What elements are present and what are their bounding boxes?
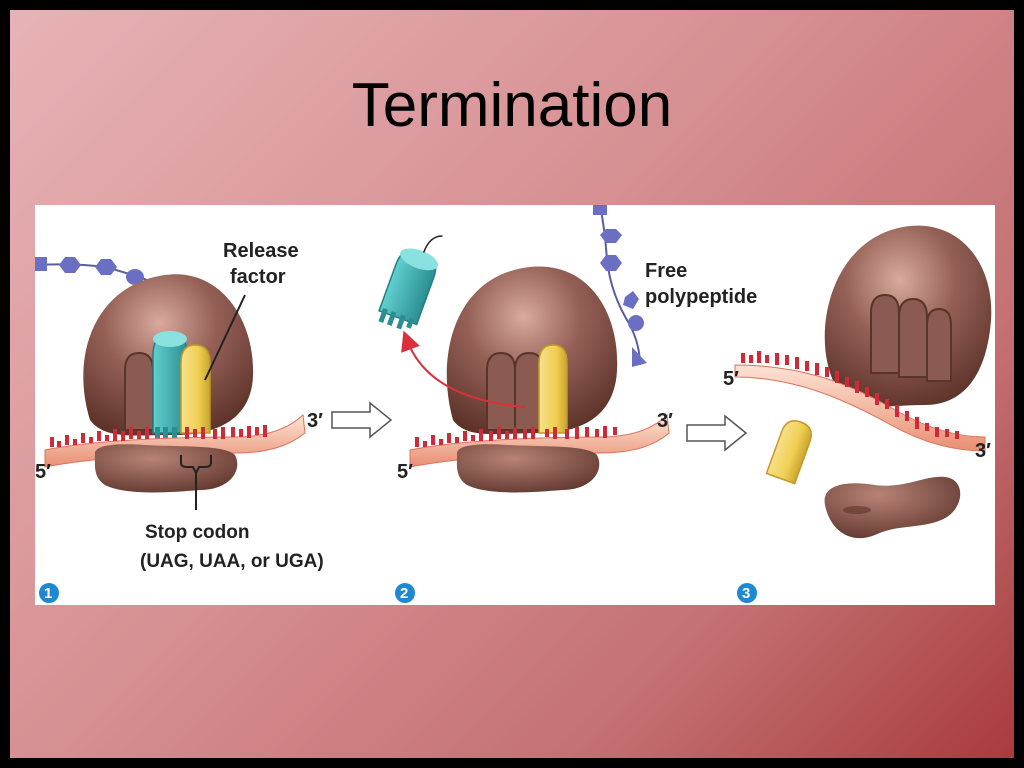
termination-diagram: Release factor Stop codon (UAG, UAA, or … xyxy=(35,205,992,603)
step-number-2: 2 xyxy=(400,585,408,602)
slide: Termination xyxy=(10,10,1014,758)
codons-2 xyxy=(415,426,617,447)
release-factor-2 xyxy=(538,344,568,434)
free-polypeptide-label-line1: Free xyxy=(645,260,687,282)
three-prime-label-1: 3′ xyxy=(307,410,323,432)
step-badge-3 xyxy=(737,583,757,603)
ribosome-small-subunit-1 xyxy=(94,444,238,493)
panel-1: Release factor Stop codon (UAG, UAA, or … xyxy=(35,240,324,603)
step-badge-2 xyxy=(395,583,415,603)
release-factor-label-line2: factor xyxy=(230,266,286,288)
trna-1 xyxy=(152,331,188,439)
panel-3: 5′ 3′ 3 xyxy=(723,225,992,603)
step-arrow-1 xyxy=(331,401,393,439)
stop-codon-label-line2: (UAG, UAA, or UGA) xyxy=(140,551,324,572)
step-number-1: 1 xyxy=(44,585,52,602)
termination-figure: Release factor Stop codon (UAG, UAA, or … xyxy=(35,205,995,605)
free-polypeptide-chain xyxy=(593,205,647,367)
release-factor-1 xyxy=(180,344,211,434)
release-factor-label-line1: Release xyxy=(223,240,299,262)
five-prime-label-2: 5′ xyxy=(397,461,413,483)
stop-codon-label-line1: Stop codon xyxy=(145,522,249,543)
five-prime-label-1: 5′ xyxy=(35,461,51,483)
step-badge-1 xyxy=(39,583,59,603)
three-prime-label-2: 3′ xyxy=(657,410,673,432)
ribosome-small-subunit-3 xyxy=(824,476,961,539)
three-prime-label-3: 3′ xyxy=(975,440,991,462)
released-trna-2 xyxy=(378,235,443,330)
released-release-factor xyxy=(765,420,812,485)
slide-title: Termination xyxy=(351,71,673,140)
step-number-3: 3 xyxy=(742,585,750,602)
ribosome-small-subunit-2 xyxy=(456,444,600,493)
codons-1 xyxy=(50,425,267,447)
step-arrow-2 xyxy=(686,414,748,452)
release-arrow xyxy=(401,330,526,408)
codons-3 xyxy=(741,351,959,439)
panel-2: Free polypeptide 5′ 3′ 2 xyxy=(378,205,757,603)
free-polypeptide-label-line2: polypeptide xyxy=(645,286,757,308)
five-prime-label-3: 5′ xyxy=(723,368,739,390)
